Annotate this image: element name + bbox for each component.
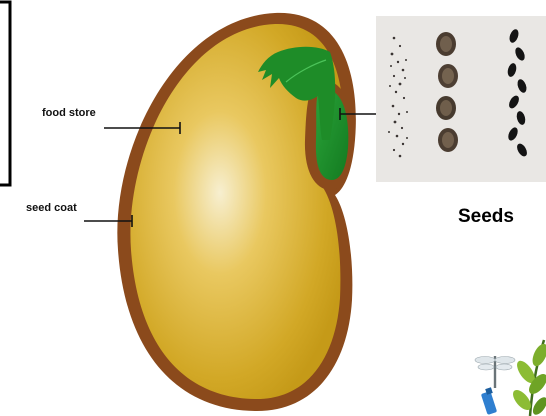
food-store-label: food store <box>42 107 96 119</box>
seeds-photo <box>376 16 546 182</box>
seed-coat-label: seed coat <box>26 202 77 214</box>
dragonfly-plant-icon <box>475 340 546 416</box>
seeds-caption: Seeds <box>458 206 514 228</box>
frame-border <box>0 2 10 185</box>
